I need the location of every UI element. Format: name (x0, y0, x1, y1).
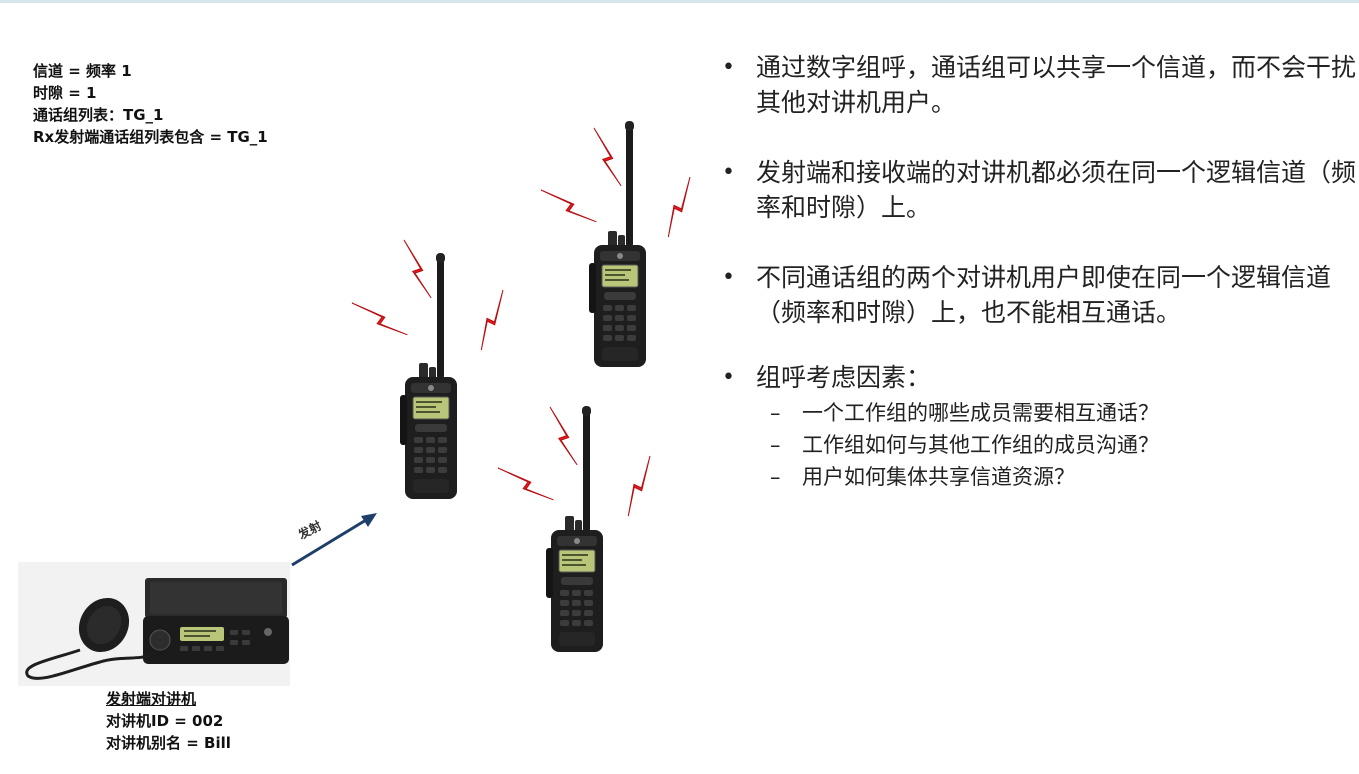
sub-bullet-list: – 一个工作组的哪些成员需要相互通话？ – 工作组如何与其他工作组的成员沟通？ … (756, 397, 1358, 493)
sub-bullet-item: – 用户如何集体共享信道资源？ (770, 461, 1358, 493)
lightning-icon (610, 455, 668, 517)
sub-bullet-marker: – (770, 433, 781, 457)
bullet-text: 不同通话组的两个对讲机用户即使在同一个逻辑信道（频率和时隙）上，也不能相互通话。 (756, 263, 1332, 327)
bullet-marker: • (722, 265, 735, 290)
transmitter-id: 对讲机ID = 002 (106, 712, 224, 730)
bullet-item: • 发射端和接收端的对讲机都必须在同一个逻辑信道（频率和时隙）上。 (718, 155, 1358, 225)
sub-bullet-text: 工作组如何与其他工作组的成员沟通？ (802, 433, 1159, 457)
sub-bullet-text: 用户如何集体共享信道资源？ (802, 465, 1075, 489)
bullet-item: • 通过数字组呼，通话组可以共享一个信道，而不会干扰其他对讲机用户。 (718, 50, 1358, 120)
bullet-item: • 组呼考虑因素： – 一个工作组的哪些成员需要相互通话？ – 工作组如何与其他… (718, 360, 1358, 493)
transmit-arrow (291, 513, 377, 567)
bullet-item: • 不同通话组的两个对讲机用户即使在同一个逻辑信道（频率和时隙）上，也不能相互通… (718, 260, 1358, 330)
sub-bullet-marker: – (770, 465, 781, 489)
lightning-icon (593, 125, 622, 189)
bullet-marker: • (722, 365, 735, 390)
rx-talkgroup-line: Rx发射端通话组列表包含 = TG_1 (33, 128, 268, 146)
transmitter-caption: 发射端对讲机 对讲机ID = 002 对讲机别名 = Bill (106, 688, 231, 754)
sub-bullet-marker: – (770, 401, 781, 425)
lightning-icon (351, 288, 408, 350)
portable-radio-c (545, 405, 604, 653)
bullet-text: 通过数字组呼，通话组可以共享一个信道，而不会干扰其他对讲机用户。 (756, 53, 1357, 117)
timeslot-line: 时隙 = 1 (33, 84, 97, 102)
lightning-icon (403, 237, 432, 301)
top-border (0, 0, 1359, 3)
sub-bullet-item: – 工作组如何与其他工作组的成员沟通？ (770, 429, 1358, 461)
sub-bullet-text: 一个工作组的哪些成员需要相互通话？ (802, 401, 1159, 425)
lightning-icon (650, 176, 708, 238)
transmitter-alias: 对讲机别名 = Bill (106, 734, 231, 752)
lightning-icon (497, 453, 554, 515)
talkgroup-list-line: 通话组列表：TG_1 (33, 106, 164, 124)
bullet-text: 发射端和接收端的对讲机都必须在同一个逻辑信道（频率和时隙）上。 (756, 158, 1357, 222)
transmitter-title: 发射端对讲机 (106, 690, 197, 708)
bullet-marker: • (722, 55, 735, 80)
lightning-icon (540, 175, 597, 237)
portable-radio-a (399, 252, 458, 500)
channel-line: 信道 = 频率 1 (33, 62, 132, 80)
portable-radio-b (588, 120, 647, 368)
mobile-radio (18, 562, 290, 686)
bullet-text: 组呼考虑因素： (756, 363, 932, 392)
bullet-list: • 通过数字组呼，通话组可以共享一个信道，而不会干扰其他对讲机用户。 • 发射端… (718, 50, 1358, 528)
bullet-marker: • (722, 160, 735, 185)
lightning-icon (549, 404, 578, 468)
sub-bullet-item: – 一个工作组的哪些成员需要相互通话？ (770, 397, 1358, 429)
channel-info: 信道 = 频率 1 时隙 = 1 通话组列表：TG_1 Rx发射端通话组列表包含… (33, 60, 268, 148)
lightning-icon (463, 289, 521, 351)
